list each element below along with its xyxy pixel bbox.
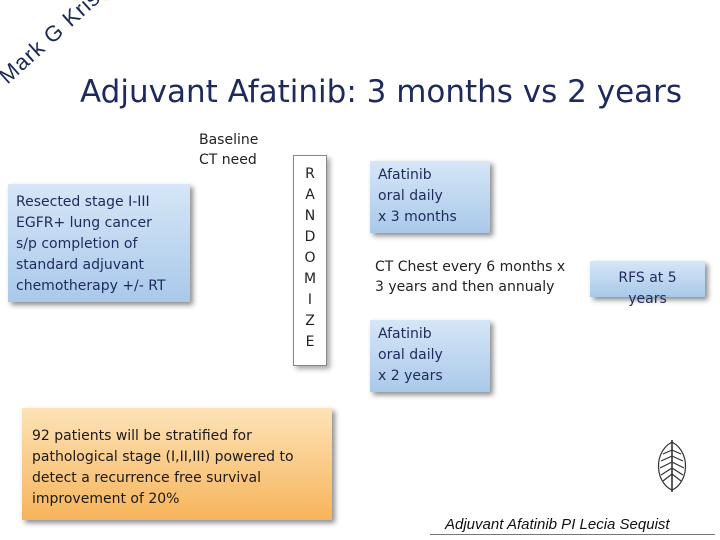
randomize-box: R A N D O M I Z E <box>293 155 327 366</box>
eligibility-line: standard adjuvant <box>16 257 145 273</box>
randomize-letter: O <box>304 250 316 266</box>
arm-line: x 3 months <box>378 209 457 225</box>
arm-line: x 2 years <box>378 368 443 384</box>
randomize-letter: Z <box>305 313 315 329</box>
arm-line: oral daily <box>378 188 443 204</box>
ct-line: 3 years and then annualy <box>375 279 555 295</box>
baseline-ct-label: Baseline CT need <box>199 130 269 170</box>
arm-line: Afatinib <box>378 167 432 183</box>
stats-line: 92 patients will be stratified for <box>32 428 252 444</box>
eligibility-line: s/p completion of <box>16 236 138 252</box>
randomize-letter: N <box>304 208 316 224</box>
randomize-letter: I <box>307 292 313 308</box>
ct-line: CT Chest every 6 months x <box>375 259 566 275</box>
randomize-letter: E <box>305 334 315 350</box>
randomize-letter: D <box>304 229 316 245</box>
stats-line: pathological stage (I,II,III) powered to <box>32 449 294 465</box>
baseline-line: Baseline <box>199 132 259 148</box>
eligibility-line: chemotherapy +/- RT <box>16 278 166 294</box>
footer-rule <box>430 534 715 535</box>
arm-3-months-box: Afatinib oral daily x 3 months <box>370 161 490 233</box>
baseline-line: CT need <box>199 152 257 168</box>
eligibility-line: EGFR+ lung cancer <box>16 215 152 231</box>
credit-footer: Adjuvant Afatinib PI Lecia Sequist <box>445 516 670 533</box>
stats-line: detect a recurrence free survival <box>32 470 262 486</box>
eligibility-box: Resected stage I-III EGFR+ lung cancer s… <box>8 184 190 302</box>
stats-line: improvement of 20% <box>32 491 180 507</box>
slide-title: Adjuvant Afatinib: 3 months vs 2 years <box>80 74 683 110</box>
eligibility-line: Resected stage I-III <box>16 194 150 210</box>
institution-logo-icon <box>657 440 687 492</box>
statistics-box: 92 patients will be stratified for patho… <box>22 408 332 520</box>
arm-line: oral daily <box>378 347 443 363</box>
rfs-endpoint-box: RFS at 5 years <box>590 261 705 307</box>
randomize-letter: R <box>305 166 315 182</box>
ct-followup-text: CT Chest every 6 months x 3 years and th… <box>375 257 585 297</box>
randomize-letter: M <box>303 271 317 287</box>
arm-line: Afatinib <box>378 326 432 342</box>
randomize-letter: A <box>305 187 315 203</box>
arm-2-years-box: Afatinib oral daily x 2 years <box>370 320 490 392</box>
